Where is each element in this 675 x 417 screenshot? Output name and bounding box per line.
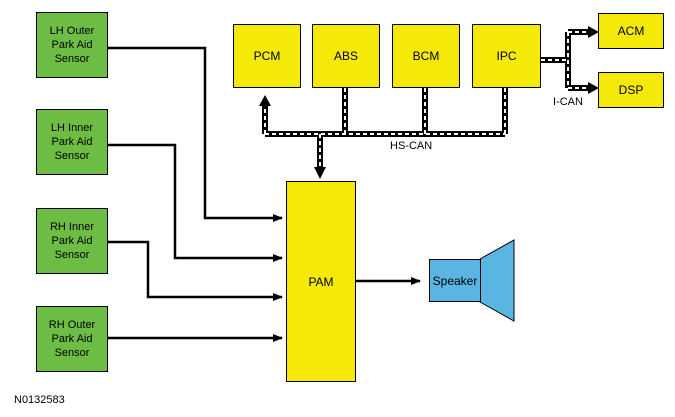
- pam-module-box: PAM: [286, 181, 356, 382]
- abs-label: ABS: [333, 49, 358, 63]
- pcm-module-box: PCM: [233, 24, 301, 88]
- hs-can-label: HS-CAN: [390, 140, 433, 152]
- rh-outer-sensor-box: RH Outer Park Aid Sensor: [36, 306, 108, 372]
- rh-inner-signal-line: [108, 240, 283, 301]
- i-can-label: I-CAN: [553, 96, 583, 108]
- lh-inner-sensor-box: LH Inner Park Aid Sensor: [36, 109, 108, 175]
- pam-bus-arrowhead: [314, 167, 326, 179]
- lh-outer-sensor-label: LH Outer Park Aid Sensor: [49, 25, 95, 65]
- i-can-bus: [541, 29, 590, 91]
- figure-id: N0132583: [14, 394, 65, 406]
- speaker-label: Speaker: [432, 273, 478, 288]
- dsp-label: DSP: [618, 83, 644, 97]
- rh-inner-sensor-label: RH Inner Park Aid Sensor: [49, 221, 95, 261]
- ipc-label: IPC: [496, 49, 517, 63]
- pam-label: PAM: [308, 274, 334, 289]
- acm-module-box: ACM: [598, 13, 664, 49]
- pcm-bus-arrowhead: [259, 95, 271, 106]
- dsp-module-box: DSP: [598, 72, 664, 108]
- lh-inner-signal-line: [108, 143, 283, 262]
- hs-can-bus: [262, 88, 508, 168]
- lh-inner-sensor-label: LH Inner Park Aid Sensor: [50, 122, 94, 162]
- abs-module-box: ABS: [312, 24, 380, 88]
- ipc-module-box: IPC: [472, 24, 541, 88]
- speaker-cone-icon: [479, 239, 515, 322]
- bcm-label: BCM: [412, 49, 440, 63]
- lh-outer-sensor-box: LH Outer Park Aid Sensor: [36, 12, 108, 78]
- rh-outer-sensor-label: RH Outer Park Aid Sensor: [48, 319, 96, 359]
- acm-label: ACM: [617, 24, 645, 38]
- dsp-bus-arrowhead: [588, 82, 599, 94]
- speaker-box: Speaker: [429, 259, 481, 302]
- lh-outer-signal-line: [108, 46, 283, 222]
- rh-inner-sensor-box: RH Inner Park Aid Sensor: [36, 208, 108, 274]
- pcm-label: PCM: [253, 49, 281, 63]
- bcm-module-box: BCM: [392, 24, 460, 88]
- acm-bus-arrowhead: [588, 26, 599, 38]
